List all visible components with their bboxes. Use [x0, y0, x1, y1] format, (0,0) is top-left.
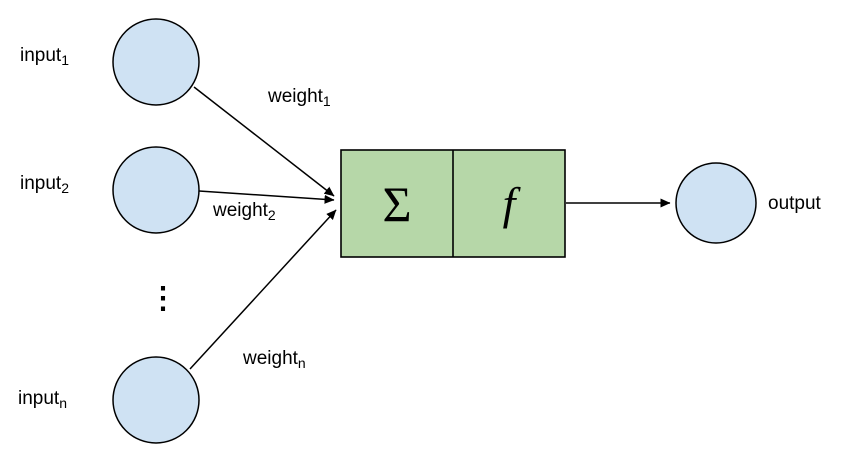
input-label-2-sub: 2: [61, 180, 69, 196]
weight-label-2-sub: 2: [268, 207, 276, 223]
input-label-1-sub: 1: [61, 52, 69, 68]
input-node-n: [112, 356, 200, 444]
arrow-input2-to-sum: [198, 190, 335, 204]
output-label: output: [768, 193, 822, 214]
weight-label-n: weightn: [242, 348, 306, 371]
input-label-1: input1: [20, 45, 69, 68]
weight-label-2: weight2: [212, 200, 276, 223]
input-label-n-sub: n: [59, 395, 67, 411]
weight-label-1-base: weight: [267, 86, 324, 107]
arrow-inputn-to-sum: [189, 209, 337, 370]
weight-label-1-sub: 1: [323, 93, 331, 109]
inputs-ellipsis: ⋮: [148, 282, 178, 315]
input-label-2: input2: [20, 173, 69, 196]
output-node: [675, 162, 757, 244]
sum-symbol: Σ: [382, 176, 411, 232]
weight-label-2-base: weight: [212, 200, 269, 221]
weight-label-1: weight1: [267, 86, 331, 109]
input-label-1-base: input: [20, 45, 62, 66]
input-node-2: [112, 146, 200, 234]
weight-label-n-sub: n: [298, 355, 306, 371]
arrow-input1-to-sum: [193, 86, 335, 197]
input-label-n-base: input: [18, 388, 60, 409]
input-label-2-base: input: [20, 173, 62, 194]
input-node-1: [112, 18, 200, 106]
input-label-n: inputn: [18, 388, 67, 411]
weight-label-n-base: weight: [242, 348, 299, 369]
